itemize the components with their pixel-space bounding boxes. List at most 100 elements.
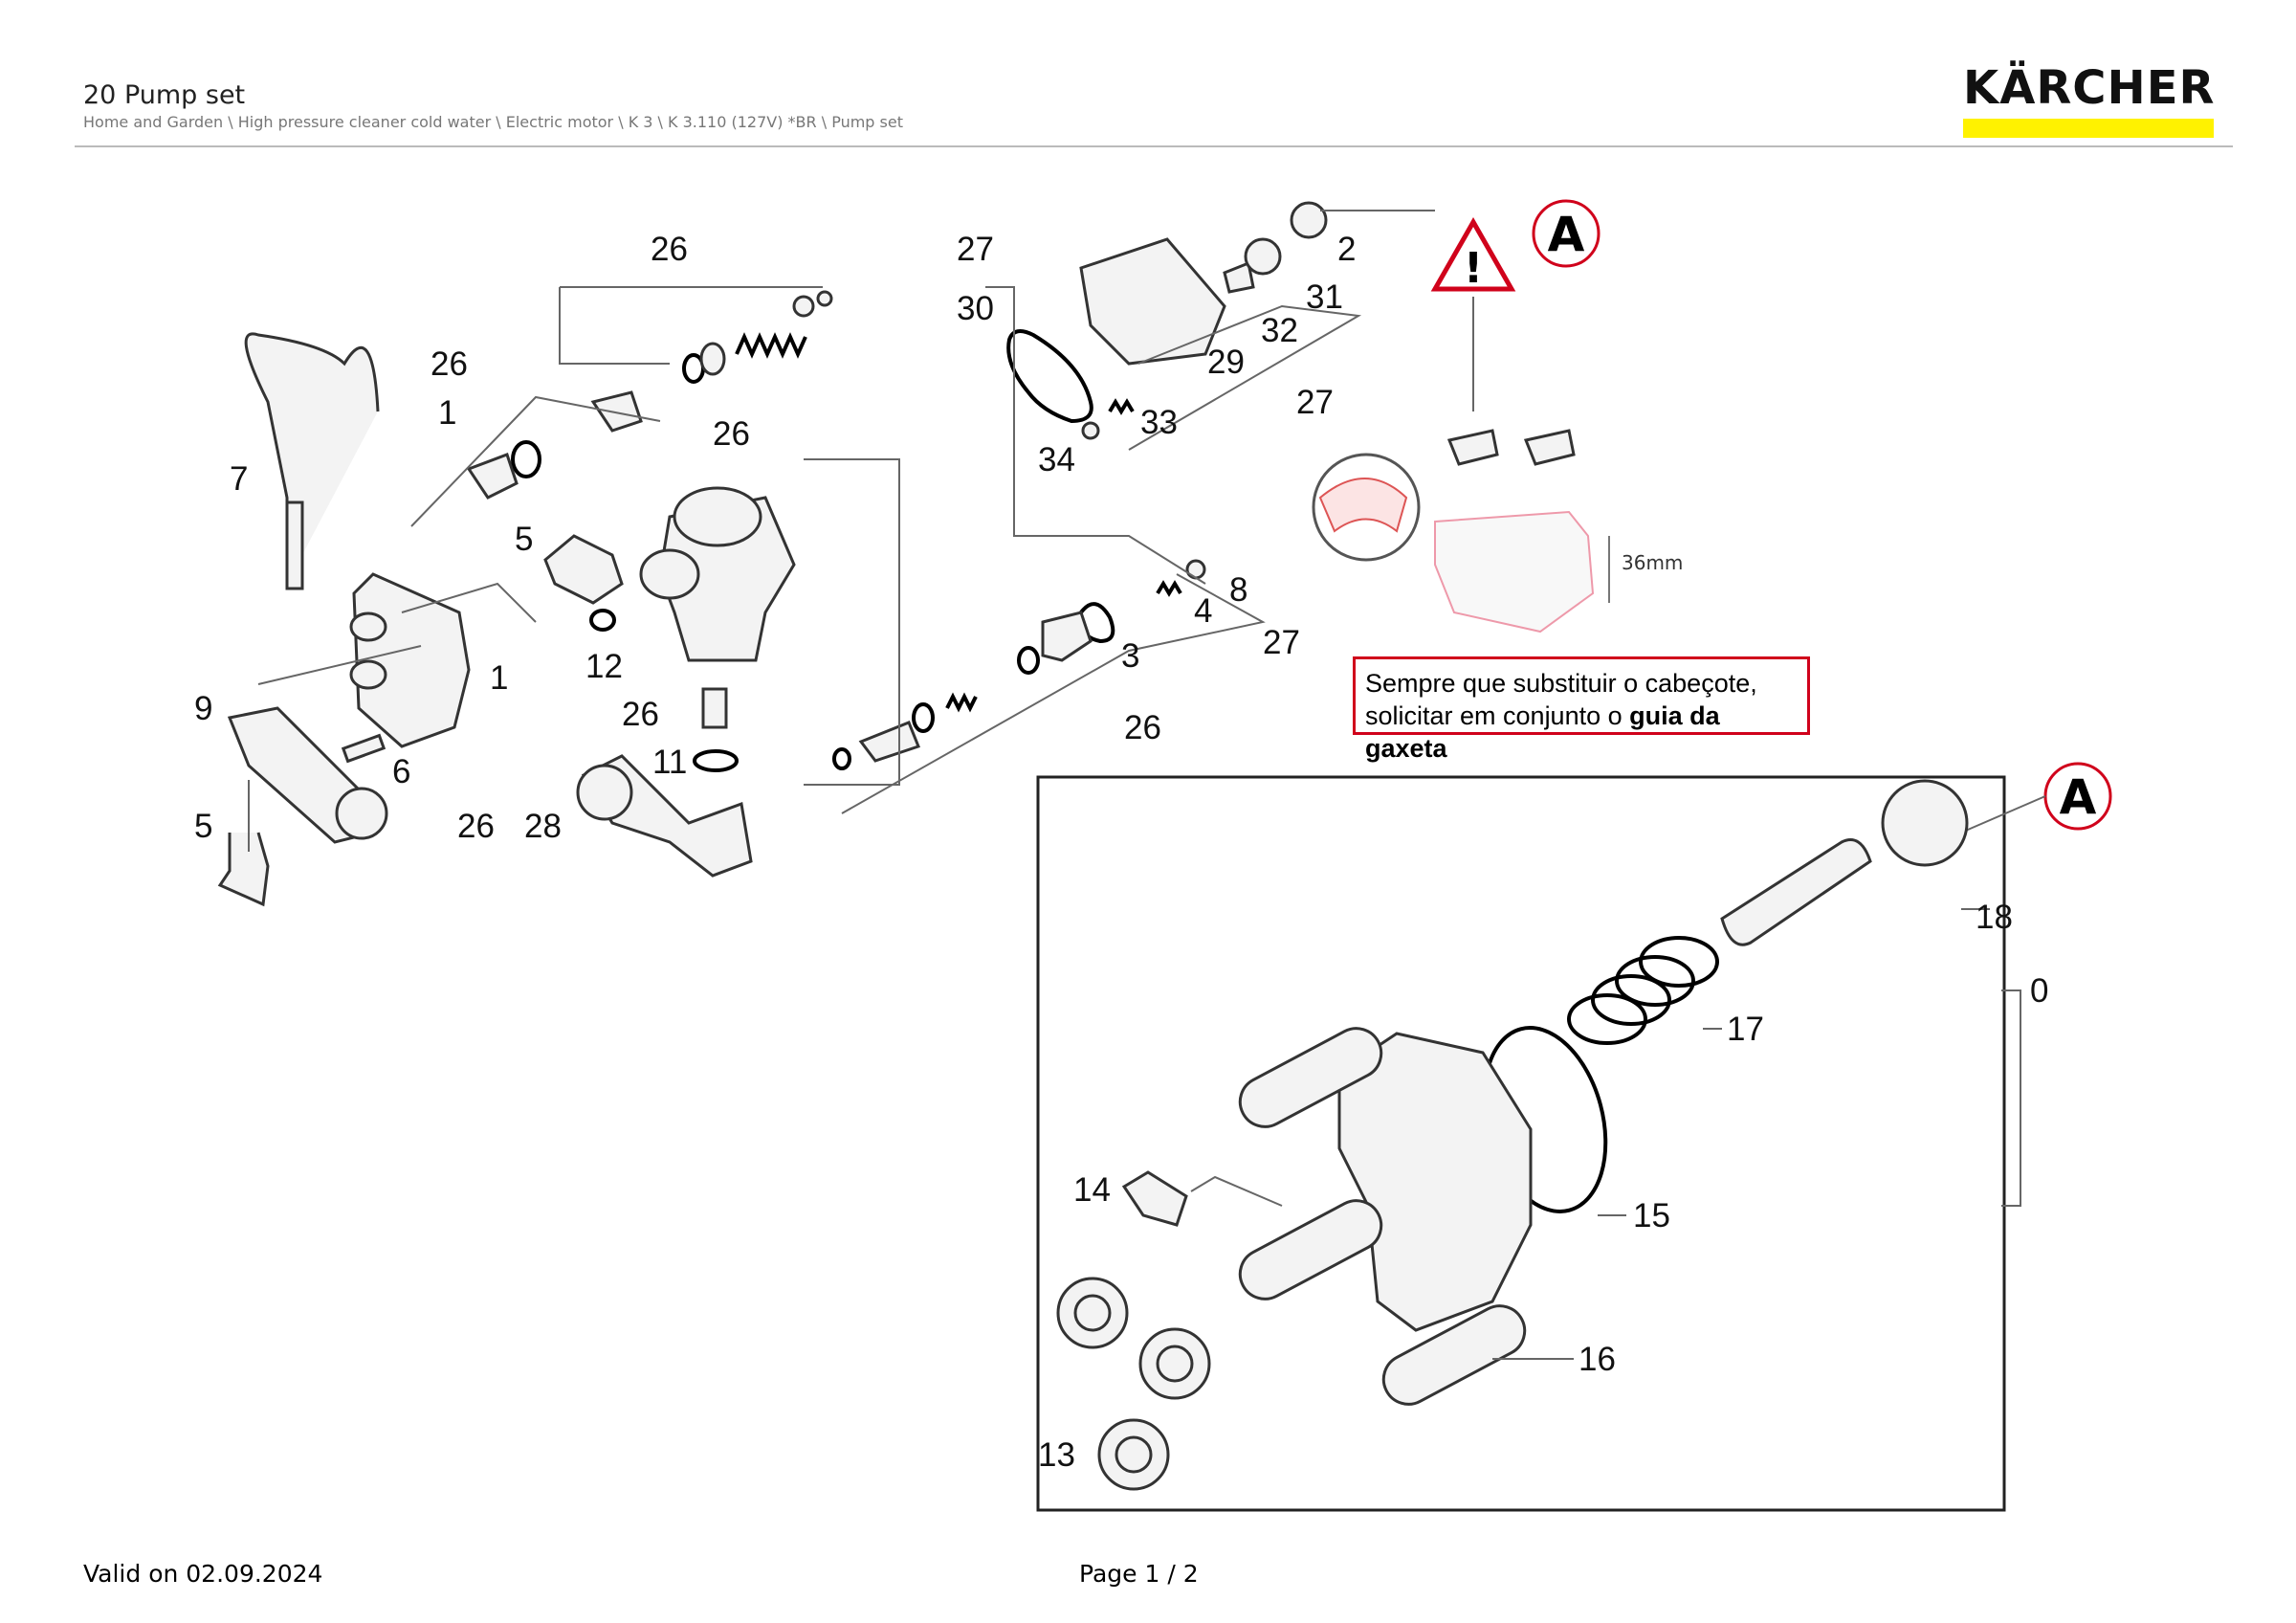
label-12: 12 (585, 648, 623, 685)
label-2: 2 (1337, 231, 1356, 268)
valve-housing-part (1041, 611, 1093, 662)
warning-triangle-icon (1430, 216, 1516, 292)
label-26-left: 26 (430, 345, 468, 383)
label-26-fitting: 26 (457, 808, 495, 845)
label-30: 30 (957, 290, 994, 327)
oring-lower-2 (912, 702, 935, 733)
pump-set-box (1036, 775, 2006, 1512)
elbow-thread-9 (335, 787, 388, 840)
label-33: 33 (1140, 404, 1178, 441)
valve-body-port (673, 486, 762, 547)
breadcrumb: Home and Garden \ High pressure cleaner … (83, 113, 903, 131)
nut-top (816, 290, 833, 307)
label-6: 6 (392, 753, 410, 790)
spring-lower (945, 692, 978, 713)
label-11: 11 (652, 744, 687, 781)
valve-part-34 (1081, 421, 1100, 440)
label-16: 16 (1578, 1341, 1616, 1378)
label-14: 14 (1073, 1171, 1111, 1209)
cylinder-part-mid (1238, 1199, 1383, 1301)
valve-stem-lower (858, 721, 920, 763)
seal-part-13-a-inner (1073, 1294, 1112, 1332)
spring-part-17 (1567, 936, 1719, 1045)
spring-part-4 (1156, 580, 1182, 597)
label-29: 29 (1207, 344, 1245, 381)
valve-body-side (639, 548, 700, 600)
page-number: Page 1 / 2 (1079, 1560, 1199, 1588)
cap-part-2 (1290, 201, 1328, 239)
oring-lower-1 (1017, 646, 1040, 675)
housing-port-2 (349, 659, 387, 690)
oring-part-30 (1006, 329, 1093, 424)
label-8: 8 (1229, 571, 1247, 609)
pump-housing-part-16 (1337, 1032, 1533, 1332)
brand-logo-bar (1963, 119, 2214, 138)
label-17: 17 (1727, 1011, 1764, 1048)
piston-part-18 (1720, 838, 1872, 946)
oring-part-1 (511, 440, 541, 478)
housing-port-1 (349, 611, 387, 642)
label-27-mid: 27 (1296, 384, 1334, 421)
header-divider (75, 145, 2233, 147)
label-26-valve: 26 (713, 415, 750, 453)
hose-connector-7 (285, 500, 304, 590)
callout-circle-a-top (1532, 199, 1601, 268)
leader-lines-box (1190, 908, 2021, 1360)
gasket-guide-detail: 36mm (1312, 429, 1683, 634)
label-3: 3 (1121, 637, 1139, 675)
seal-part-14 (1121, 1170, 1188, 1227)
note-line-2: solicitar em conjunto o guia da gaxeta (1365, 700, 1798, 765)
label-26-stack: 26 (1124, 709, 1161, 746)
screw-part-6 (341, 733, 386, 764)
label-34: 34 (1038, 441, 1075, 478)
spring-top (735, 332, 807, 359)
label-31: 31 (1306, 278, 1343, 316)
label-28: 28 (524, 808, 562, 845)
valve-stem-top (590, 390, 643, 433)
label-0: 0 (2030, 972, 2048, 1010)
plug-part-32 (1223, 260, 1255, 294)
pin-part-26 (701, 687, 728, 729)
label-18: 18 (1976, 899, 2013, 936)
brand-logo: KÄRCHER (1963, 63, 2214, 138)
brand-logo-text: KÄRCHER (1963, 61, 2216, 115)
valve-part-8 (1185, 559, 1206, 580)
label-1-lower: 1 (490, 659, 508, 697)
note-line-2-bold: guia da gaxeta (1365, 701, 1720, 763)
leader-a-to-box (1960, 795, 2046, 834)
clip-part-5-upper (543, 534, 624, 605)
label-1-upper: 1 (438, 394, 456, 432)
spring-part-33 (1108, 398, 1135, 415)
seal-part-13-b-inner (1156, 1345, 1194, 1383)
retainer-part-18 (1881, 779, 1969, 867)
note-line-1: Sempre que substituir o cabeçote, (1365, 669, 1757, 698)
label-27-top: 27 (957, 231, 994, 268)
label-26-pin: 26 (622, 696, 659, 733)
replacement-note: Sempre que substituir o cabeçote, solici… (1353, 656, 1810, 763)
label-4: 4 (1194, 592, 1212, 630)
label-26-top: 26 (651, 231, 688, 268)
callout-letter-a-top: A (1548, 207, 1585, 262)
oring-lower-3 (832, 747, 851, 770)
oring-part-12 (589, 609, 616, 632)
label-13: 13 (1038, 1436, 1075, 1474)
hose-part-7 (244, 332, 380, 584)
pump-head-part-29 (1079, 237, 1226, 366)
callout-letter-a-bottom: A (2060, 769, 2097, 825)
label-27-low: 27 (1263, 624, 1300, 661)
label-5-upper: 5 (515, 521, 533, 558)
leader-lines (248, 210, 1474, 852)
warning-exclamation: ! (1464, 244, 1483, 293)
washer-top (792, 295, 815, 318)
oring-top-2 (699, 342, 726, 376)
fitting-part-1 (466, 453, 519, 500)
valid-date: Valid on 02.09.2024 (83, 1560, 323, 1588)
label-9: 9 (194, 690, 212, 727)
fitting-thread-28 (576, 764, 633, 821)
label-15: 15 (1633, 1197, 1670, 1234)
cylinder-part-bottom (1381, 1304, 1527, 1406)
cylinder-part-top (1238, 1027, 1383, 1128)
dimension-36mm: 36mm (1622, 551, 1683, 574)
seal-part-31 (1244, 237, 1282, 276)
